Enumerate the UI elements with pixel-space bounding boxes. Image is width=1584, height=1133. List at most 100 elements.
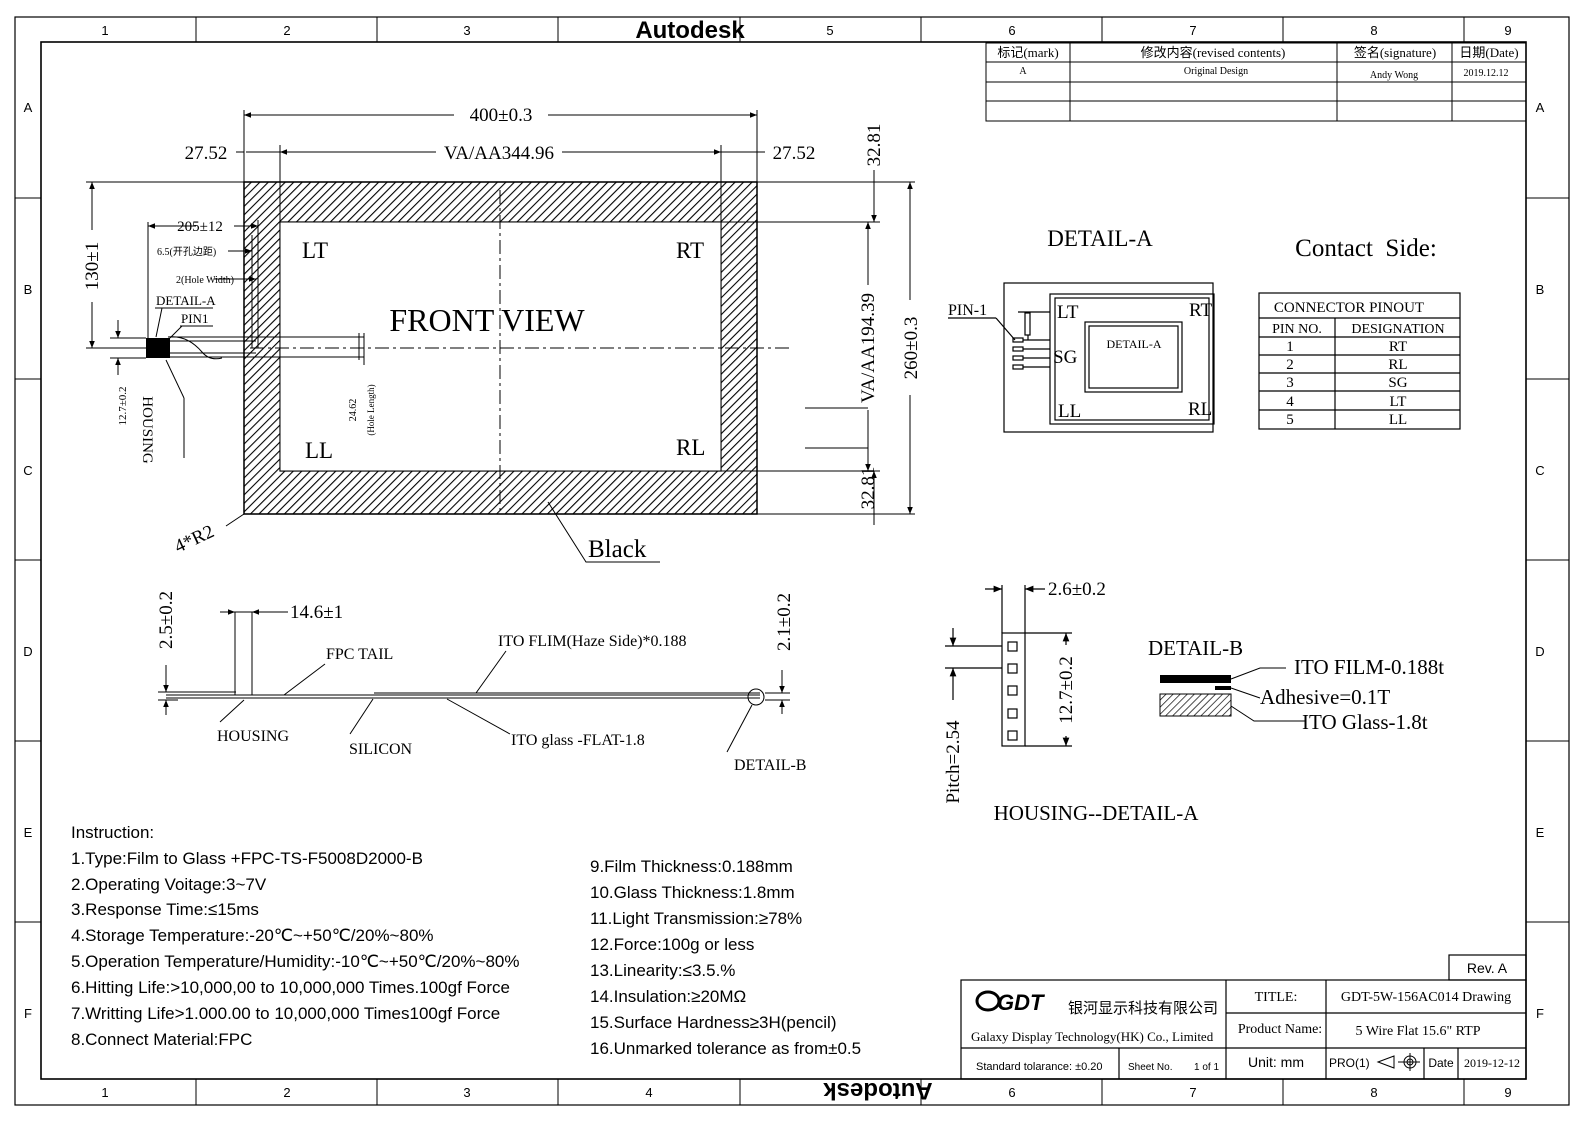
row-label: D [1535,644,1544,659]
col-label: 6 [1008,1085,1015,1100]
col-label: 2 [283,1085,290,1100]
instruction-item: 14.Insulation:≥20MΩ [590,987,746,1006]
detail-a-rt: RT [1189,300,1213,321]
detail-a-view: DETAIL-A PIN-1 LT RT SG LL RL DETAIL [948,226,1215,433]
detail-b-adhesive: Adhesive=0.1T [1260,685,1390,709]
instruction-item: 2.Operating Voitage:3~7V [71,875,267,894]
col-label: 9 [1504,23,1511,38]
corner-ll: LL [305,438,333,463]
row-label: E [1536,825,1545,840]
detail-a-title: DETAIL-A [1047,226,1153,251]
housing-detail-view: 2.6±0.2 12.7±0.2 Pitch=2.54 HOUSING--DET… [943,579,1199,825]
logo-text: GDT [997,990,1045,1015]
row-label: F [1536,1006,1544,1021]
dim-total-height: 260±0.3 [901,317,922,380]
detail-b-view: DETAIL-B ITO FILM-0.188t Adhesive=0.1T I… [1148,636,1444,734]
corner-radius: 4*R2 [171,521,217,557]
detail-b-ref: DETAIL-B [734,757,806,774]
rev-mark: A [1019,66,1027,77]
instruction-item: 3.Response Time:≤15ms [71,900,259,919]
ito-glass-label: ITO glass -FLAT-1.8 [511,732,645,749]
dim-right-thickness: 2.1±0.2 [774,593,795,651]
row-label: B [24,282,33,297]
watermark-top: Autodesk [635,17,745,44]
pinout-designation: RT [1389,339,1407,355]
front-view: 400±0.3 27.52 VA/AA344.96 27.52 32.81 VA… [82,105,922,563]
col-label: 7 [1189,23,1196,38]
rev-header-date: 日期(Date) [1459,45,1518,60]
row-label: A [24,100,33,115]
dim-hole-margin: 6.5(开孔边距) [157,246,216,258]
instruction-item: 16.Unmarked tolerance as from±0.5 [590,1039,861,1058]
row-label: B [1536,282,1545,297]
instruction-item: 8.Connect Material:FPC [71,1030,252,1049]
front-view-title: FRONT VIEW [389,302,585,338]
dim-bottom-border: 32.81 [858,467,879,510]
instruction-item: 10.Glass Thickness:1.8mm [590,883,795,902]
dim-va-height: VA/AA194.39 [858,293,879,403]
col-label: 9 [1504,1085,1511,1100]
hole-length-label: (Hole Length) [366,384,376,435]
detail-a-inner-label: DETAIL-A [1106,337,1161,351]
pin1-label: PIN1 [181,311,208,326]
housing-side-label: HOUSING [217,728,289,745]
unit-label: Unit: mm [1248,1054,1304,1070]
pinout-pin: 2 [1286,357,1294,373]
detail-a-pin1: PIN-1 [948,302,987,319]
col-label: 8 [1370,23,1377,38]
contact-title: Contact Side: [1295,235,1437,262]
col-label: 5 [826,23,833,38]
pinout-pin: 1 [1286,339,1294,355]
instruction-item: 5.Operation Temperature/Humidity:-10℃~+5… [71,952,519,971]
company-en: Galaxy Display Technology(HK) Co., Limit… [971,1029,1214,1044]
instruction-item: 11.Light Transmission:≥78% [590,909,802,928]
instruction-item: 13.Linearity:≤3.5.% [590,961,735,980]
instruction-item: 4.Storage Temperature:-20℃~+50℃/20%~80% [71,926,434,945]
col-label: 8 [1370,1085,1377,1100]
dim-right-border: 27.52 [773,143,816,164]
dim-hole-length: 24.62 [348,399,359,422]
rev-label: Rev. A [1467,960,1508,976]
product-label: Product Name: [1238,1022,1322,1037]
col-label: 6 [1008,23,1015,38]
dim-housing-len: 12.7±0.2 [1056,656,1077,723]
detail-a-ref: DETAIL-A [156,293,216,308]
black-label: Black [588,536,647,563]
instruction-item: 9.Film Thickness:0.188mm [590,857,793,876]
rev-header-contents: 修改内容(revised contents) [1141,45,1286,60]
projection-symbol-icon [1376,1053,1420,1071]
detail-b-film: ITO FILM-0.188t [1294,655,1444,679]
row-label: E [24,825,33,840]
row-label: F [24,1006,32,1021]
dim-va-width: VA/AA344.96 [444,143,554,164]
col-label: 1 [101,23,108,38]
silicon-label: SILICON [349,741,413,758]
corner-rl: RL [676,435,705,460]
dim-housing: 12.7±0.2 [117,386,129,425]
dim-fpc-offset: 130±1 [82,242,103,290]
instruction-item: 1.Type:Film to Glass +FPC-TS-F5008D2000-… [71,849,423,868]
product-value: 5 Wire Flat 15.6" RTP [1356,1024,1481,1039]
rev-contents: Original Design [1184,66,1248,77]
col-label: 1 [101,1085,108,1100]
date-value: 2019-12-12 [1464,1056,1520,1070]
pinout-pin: 4 [1286,394,1294,410]
instruction-item: 12.Force:100g or less [590,935,754,954]
pinout-designation: RL [1388,357,1407,373]
housing-label: HOUSING [139,396,155,464]
detail-a-rl: RL [1188,399,1212,420]
pinout-designation: SG [1388,375,1407,391]
detail-b-title: DETAIL-B [1148,636,1243,660]
contact-side: Contact Side: CONNECTOR PINOUT PIN NO. D… [1258,235,1461,430]
title-value: GDT-5W-156AC014 Drawing [1341,990,1511,1005]
housing-block [146,338,170,358]
rev-header-mark: 标记(mark) [997,45,1058,60]
detail-b-glass: ITO Glass-1.8t [1302,710,1428,734]
dim-left-thickness: 2.5±0.2 [156,591,177,649]
pinout-designation: LL [1389,412,1407,428]
title-block: Rev. A GDT 银河显示科技有限公司 Galaxy Display Tec… [960,954,1527,1080]
detail-a-sg: SG [1053,347,1078,368]
pinout-designation: LT [1390,394,1407,410]
date-label: Date [1428,1056,1454,1070]
